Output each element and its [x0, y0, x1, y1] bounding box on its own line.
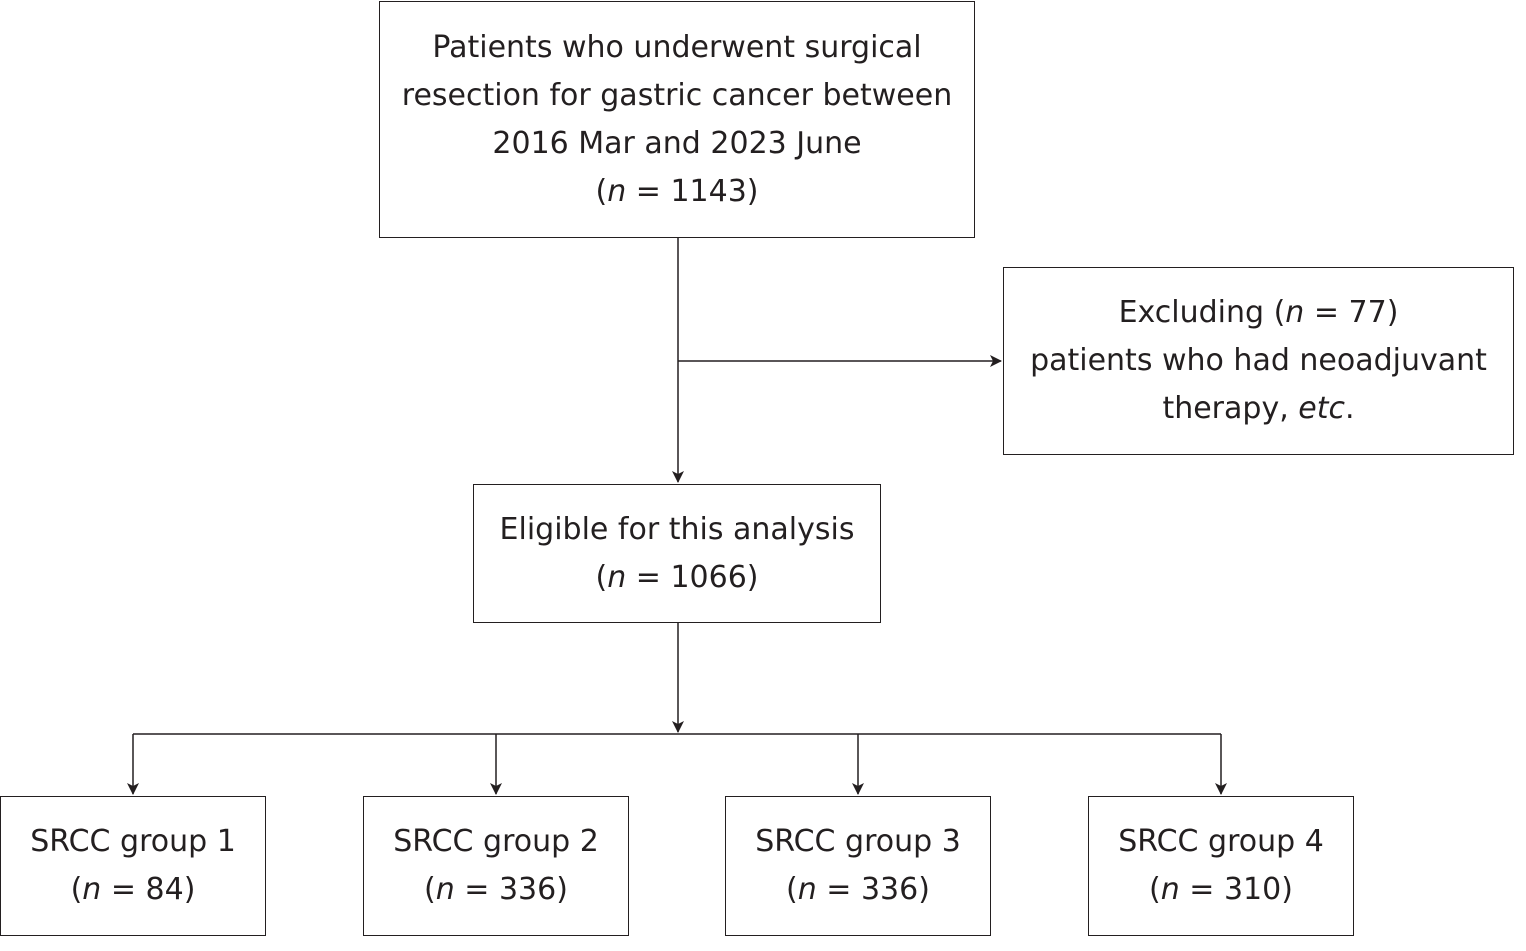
group-2-label: SRCC group 2 [393, 824, 599, 859]
total-count-symbol: n [607, 173, 627, 209]
eligible-count-value: = 1066) [626, 559, 759, 595]
total-line-2: resection for gastric cancer between [401, 77, 953, 113]
eligible-count-open: ( [595, 559, 608, 595]
exclusion-etc: etc [1298, 391, 1345, 426]
exclusion-prefix: Excluding ( [1118, 295, 1286, 330]
group-2-count-value: = 336) [454, 872, 568, 907]
group-3-count-open: ( [786, 872, 798, 907]
total-count-open: ( [595, 173, 608, 209]
box-srcc-group-4: SRCC group 4 (n = 310) [1088, 796, 1354, 936]
eligible-label: Eligible for this analysis [499, 511, 855, 547]
group-1-count-open: ( [70, 872, 83, 907]
group-4-label: SRCC group 4 [1118, 824, 1324, 859]
exclusion-line-3-prefix: therapy, [1162, 391, 1299, 426]
exclusion-line-2: patients who had neoadjuvant [1030, 343, 1487, 378]
total-count: (n = 1143) [596, 168, 759, 216]
group-2-count-open: ( [424, 872, 436, 907]
exclusion-count-value: = 77) [1304, 295, 1399, 330]
box-exclusion: Excluding (n = 77) patients who had neoa… [1003, 267, 1514, 455]
group-2-count-symbol: n [435, 872, 455, 907]
group-3-count-symbol: n [797, 872, 817, 907]
box-srcc-group-1: SRCC group 1 (n = 84) [0, 796, 266, 936]
group-1-label: SRCC group 1 [30, 824, 236, 859]
eligible-count-symbol: n [607, 559, 627, 595]
group-1-count: (n = 84) [71, 866, 196, 914]
group-4-count-open: ( [1149, 872, 1161, 907]
exclusion-line-1: Excluding (n = 77) [1119, 289, 1399, 337]
group-3-count-value: = 336) [816, 872, 930, 907]
box-srcc-group-3: SRCC group 3 (n = 336) [725, 796, 991, 936]
group-3-label: SRCC group 3 [755, 824, 961, 859]
group-4-count: (n = 310) [1149, 866, 1293, 914]
group-4-count-symbol: n [1160, 872, 1180, 907]
exclusion-line-3-suffix: . [1345, 391, 1355, 426]
group-1-count-symbol: n [82, 872, 102, 907]
box-total-patients: Patients who underwent surgical resectio… [379, 1, 975, 238]
exclusion-line-3: therapy, etc. [1162, 385, 1354, 433]
total-line-1: Patients who underwent surgical [432, 29, 922, 65]
total-line-3: 2016 Mar and 2023 June [492, 125, 862, 161]
eligible-count: (n = 1066) [596, 554, 759, 602]
total-count-value: = 1143) [626, 173, 759, 209]
group-4-count-value: = 310) [1179, 872, 1293, 907]
group-1-count-value: = 84) [101, 872, 196, 907]
exclusion-count-symbol: n [1285, 295, 1305, 330]
group-3-count: (n = 336) [786, 866, 930, 914]
group-2-count: (n = 336) [424, 866, 568, 914]
box-srcc-group-2: SRCC group 2 (n = 336) [363, 796, 629, 936]
box-eligible: Eligible for this analysis (n = 1066) [473, 484, 881, 623]
